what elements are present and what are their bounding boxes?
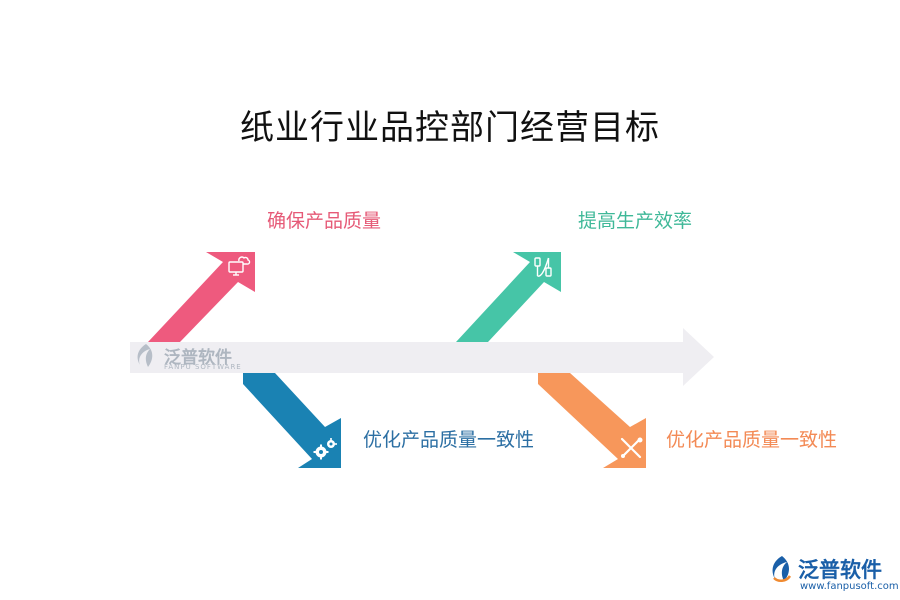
brand-logo[interactable]: 泛普软件 www.fanpusoft.com bbox=[768, 554, 899, 596]
gears-icon bbox=[313, 438, 337, 460]
branch-label-bottom-left: 优化产品质量一致性 bbox=[363, 429, 535, 451]
branch-label-bottom-right: 优化产品质量一致性 bbox=[666, 429, 838, 451]
branch-label-top-left: 确保产品质量 bbox=[267, 210, 382, 232]
brand-logo-icon bbox=[772, 556, 792, 582]
branch-label-top-right: 提高生产效率 bbox=[578, 210, 693, 232]
main-spine-arrow bbox=[130, 328, 714, 386]
branch-arrow-bottom-left bbox=[243, 373, 341, 468]
watermark-logo-icon bbox=[137, 344, 153, 367]
branch-arrow-top-left bbox=[148, 252, 255, 342]
watermark-name: 泛普软件 bbox=[164, 348, 232, 368]
branch-arrow-bottom-right bbox=[538, 373, 646, 468]
watermark-sub: FANPU SOFTWARE bbox=[164, 363, 242, 371]
wrench-screwdriver-icon bbox=[620, 437, 643, 459]
brand-url[interactable]: www.fanpusoft.com bbox=[800, 581, 899, 592]
brand-name: 泛普软件 bbox=[798, 558, 882, 582]
branch-arrow-top-right bbox=[456, 252, 561, 342]
page-title: 纸业行业品控部门经营目标 bbox=[240, 108, 660, 148]
usb-cable-icon bbox=[534, 257, 552, 277]
monitor-cloud-icon bbox=[228, 256, 251, 276]
